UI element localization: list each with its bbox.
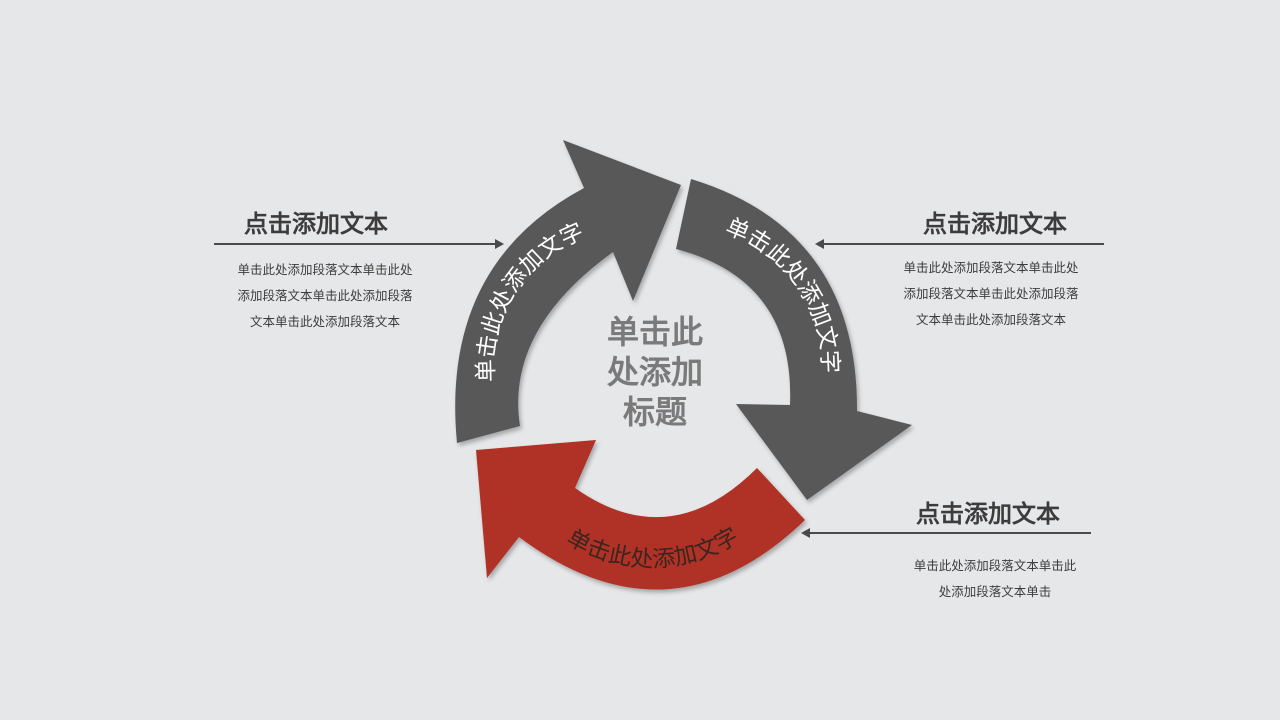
callout-right-bottom-line-1: 单击此处添加段落文本单击此 bbox=[913, 558, 1077, 573]
callout-right-bottom-line-2: 处添加段落文本单击 bbox=[938, 584, 1052, 599]
callout-right-bottom-heading: 点击添加文本 bbox=[916, 500, 1060, 528]
callout-right-top-heading: 点击添加文本 bbox=[923, 210, 1067, 238]
callout-right-top-arrowhead bbox=[815, 239, 824, 249]
callout-left-heading: 点击添加文本 bbox=[244, 210, 388, 238]
callout-right-top-connector bbox=[823, 243, 1104, 245]
red-arrow-bottom[interactable] bbox=[476, 440, 805, 590]
gray-arrow-top-left[interactable] bbox=[455, 140, 681, 443]
callout-left-line-3: 文本单击此处添加段落文本 bbox=[249, 314, 400, 329]
callout-left-connector bbox=[214, 243, 496, 245]
callout-right-top-line-2: 添加段落文本单击此处添加段落 bbox=[903, 286, 1079, 301]
callout-right-bottom-connector bbox=[809, 532, 1091, 534]
callout-right-top-line-3: 文本单击此处添加段落文本 bbox=[915, 312, 1066, 327]
center-title: 单击此 处添加 标题 bbox=[580, 312, 730, 432]
center-title-line-2: 处添加 bbox=[606, 353, 703, 391]
callout-left-arrowhead bbox=[495, 239, 504, 249]
gray-arrow-right[interactable] bbox=[676, 179, 912, 500]
callout-left-line-2: 添加段落文本单击此处添加段落 bbox=[237, 288, 413, 303]
callout-right-bottom-text: 单击此处添加段落文本单击此 处添加段落文本单击 bbox=[875, 553, 1115, 605]
callout-left-line-1: 单击此处添加段落文本单击此处 bbox=[237, 262, 413, 277]
callout-right-top-text: 单击此处添加段落文本单击此处 添加段落文本单击此处添加段落 文本单击此处添加段落… bbox=[871, 255, 1111, 333]
center-title-line-3: 标题 bbox=[622, 393, 687, 431]
callout-right-bottom-arrowhead bbox=[801, 528, 810, 538]
center-title-line-1: 单击此 bbox=[606, 313, 703, 351]
callout-right-top-line-1: 单击此处添加段落文本单击此处 bbox=[903, 260, 1079, 275]
callout-left-text: 单击此处添加段落文本单击此处 添加段落文本单击此处添加段落 文本单击此处添加段落… bbox=[205, 257, 445, 335]
